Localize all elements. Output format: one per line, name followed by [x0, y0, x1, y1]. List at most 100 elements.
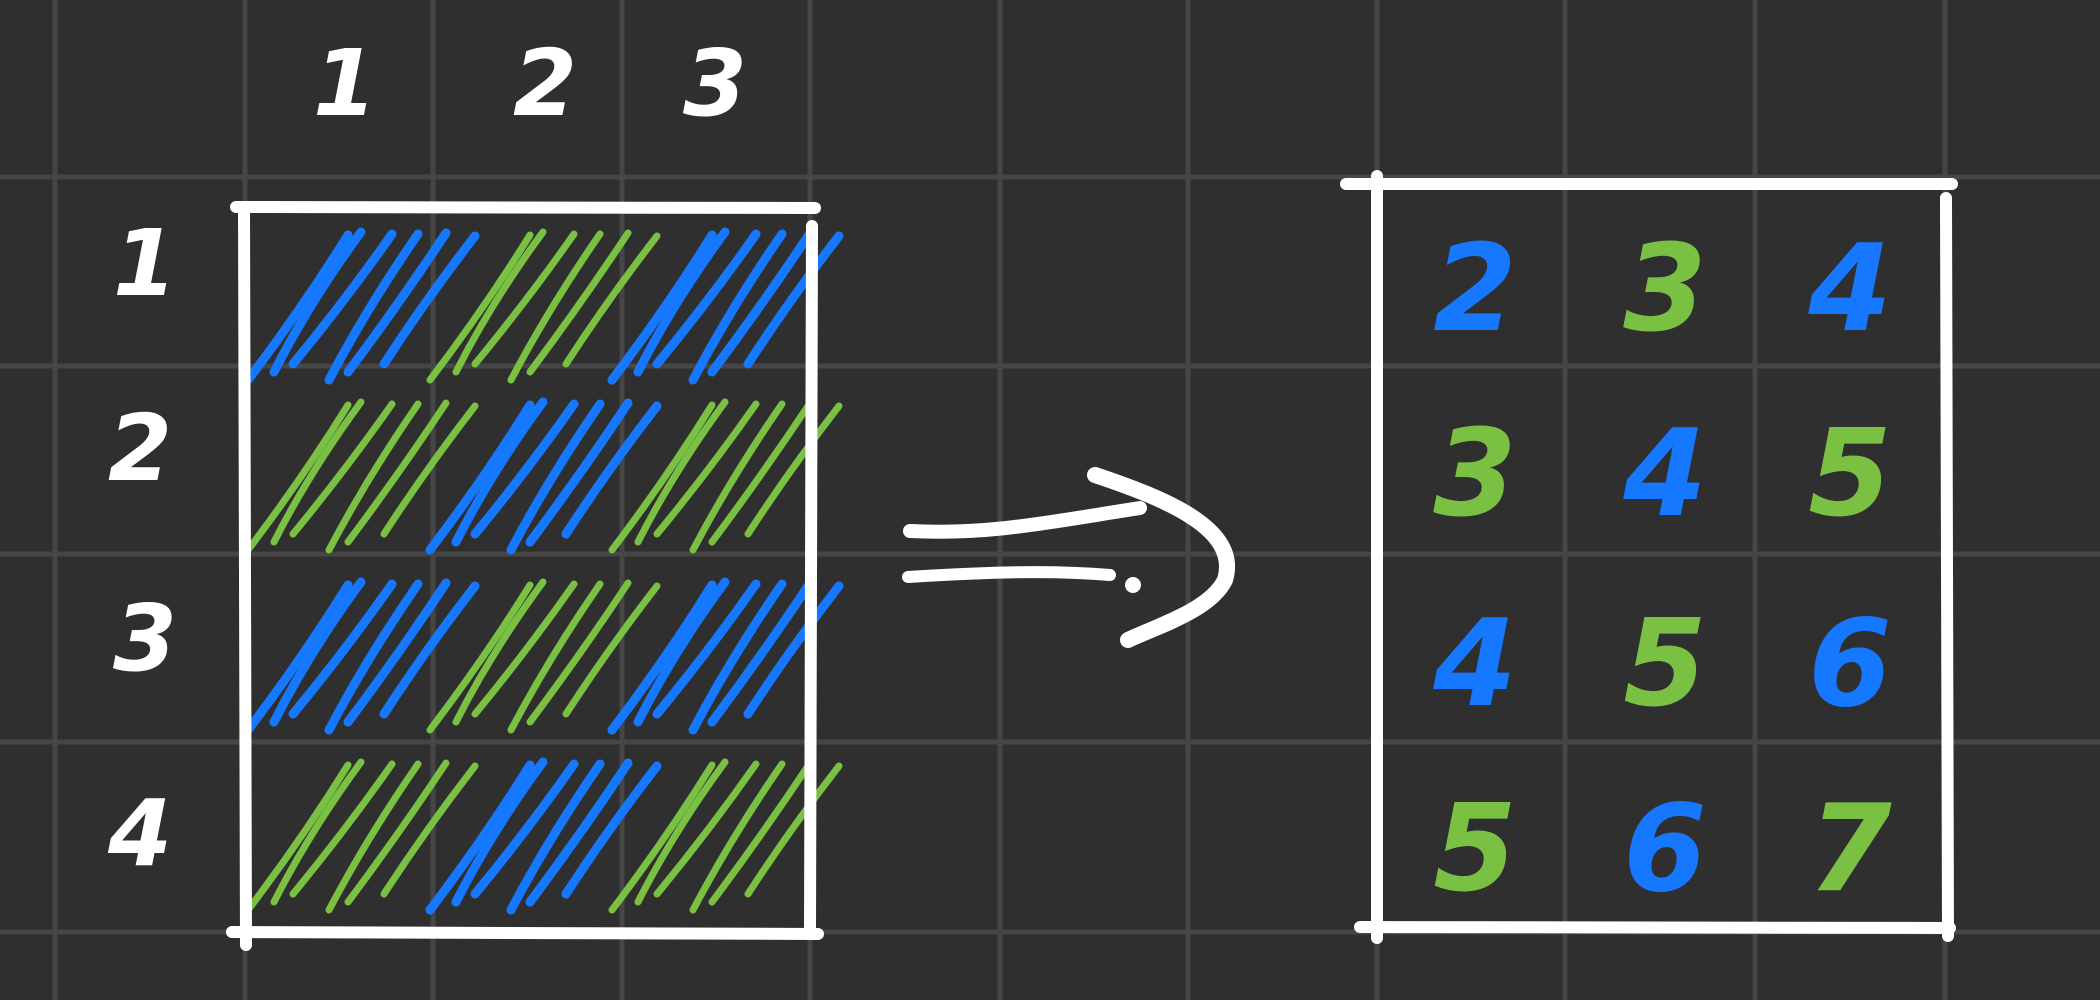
hatch-stroke	[269, 227, 366, 377]
arrow-head-dot	[1125, 577, 1141, 593]
hatch-cell-r2-c2	[425, 397, 662, 555]
hatch-cell-r2-c1	[244, 398, 479, 554]
hatch-cell-r1-c2	[426, 228, 661, 384]
hatch-stroke	[425, 400, 535, 555]
hatch-stroke	[325, 400, 422, 554]
hatch-stroke	[289, 400, 396, 538]
right-table-frame	[1340, 170, 1958, 944]
hatch-stroke	[380, 402, 479, 538]
hatch-stroke	[744, 402, 843, 538]
left-headers: 1 2 3 1 2 3 4	[107, 30, 747, 887]
result-cell-r3-c3: 6	[1808, 595, 1892, 734]
right-frame-right	[1940, 192, 1954, 942]
left-frame-bottom	[226, 926, 824, 940]
hatch-stroke	[688, 229, 787, 385]
result-cell-r1-c2: 3	[1623, 220, 1707, 359]
hatch-stroke	[344, 399, 450, 546]
hatch-stroke	[343, 578, 451, 727]
hatch-stroke	[471, 230, 578, 368]
hatch-stroke	[743, 581, 844, 719]
hatch-cell-r3-c1	[243, 577, 480, 735]
hatch-stroke	[525, 398, 633, 547]
result-cell-r4-c1: 5	[1433, 780, 1517, 919]
hatch-stroke	[244, 761, 352, 914]
hatch-stroke	[288, 229, 397, 369]
hatch-stroke	[344, 759, 450, 906]
hatch-cell-r4-c2	[425, 757, 662, 915]
row-header-1: 1	[113, 210, 177, 317]
hatch-stroke	[507, 230, 604, 384]
hatch-stroke	[270, 758, 365, 906]
hatch-stroke	[288, 579, 397, 719]
hatch-stroke	[244, 401, 352, 554]
hatch-stroke	[526, 579, 632, 726]
hatch-stroke	[653, 400, 760, 538]
result-cell-r4-c3: 7	[1808, 780, 1892, 919]
result-cell-r1-c1: 2	[1433, 220, 1517, 359]
hatch-stroke	[452, 578, 547, 726]
hatch-stroke	[607, 230, 717, 385]
hatch-stroke	[380, 762, 479, 898]
hatch-cell-r1-c1	[243, 227, 480, 385]
hatch-cell-r2-c3	[608, 398, 843, 554]
hatch-stroke	[633, 227, 730, 377]
row-header-3: 3	[113, 585, 177, 692]
double-arrow-right-icon	[902, 467, 1235, 648]
hatch-stroke	[689, 760, 786, 914]
hatch-stroke	[471, 580, 578, 718]
hatch-stroke	[707, 228, 815, 377]
result-cell-r2-c3: 5	[1808, 405, 1892, 544]
left-hatch-cells	[243, 227, 844, 915]
result-cell-r1-c3: 4	[1807, 220, 1892, 359]
col-header-2: 2	[513, 30, 577, 137]
result-cell-r3-c1: 4	[1432, 595, 1517, 734]
arrow-upper-shaft	[903, 501, 1147, 539]
hatch-stroke	[525, 758, 633, 907]
hatch-stroke	[269, 577, 366, 727]
arrow-head	[1087, 467, 1235, 648]
hatch-stroke	[243, 580, 353, 735]
result-cell-r4-c2: 6	[1623, 780, 1707, 919]
hatch-stroke	[634, 758, 729, 906]
hatch-stroke	[743, 231, 844, 369]
hatch-stroke	[452, 228, 547, 376]
hatch-cell-r4-c3	[608, 758, 843, 914]
hatch-stroke	[562, 582, 661, 718]
hatch-stroke	[470, 759, 579, 899]
col-header-1: 1	[313, 30, 377, 137]
hatch-stroke	[379, 231, 480, 369]
hatch-stroke	[526, 229, 632, 376]
result-cell-r2-c2: 4	[1622, 405, 1707, 544]
hatch-stroke	[608, 401, 716, 554]
hatch-stroke	[652, 579, 761, 719]
hatch-stroke	[270, 398, 365, 546]
hatch-stroke	[708, 399, 814, 546]
hatch-stroke	[607, 580, 717, 735]
row-header-4: 4	[107, 780, 172, 887]
hatch-stroke	[744, 762, 843, 898]
result-cell-r2-c1: 3	[1433, 405, 1517, 544]
hatch-stroke	[324, 229, 423, 385]
hatch-stroke	[506, 759, 605, 915]
hatch-stroke	[561, 761, 662, 899]
hatch-stroke	[451, 757, 548, 907]
hatch-cell-r1-c3	[607, 227, 844, 385]
left-frame-left	[238, 204, 252, 951]
arrow-lower-shaft	[902, 566, 1116, 583]
hatch-stroke	[426, 581, 534, 734]
hatch-stroke	[707, 578, 815, 727]
hatch-stroke	[451, 397, 548, 547]
hatch-stroke	[289, 760, 396, 898]
hatch-stroke	[343, 228, 451, 377]
hatch-cell-r3-c3	[607, 577, 844, 735]
hatch-stroke	[689, 400, 786, 554]
hatch-stroke	[425, 760, 535, 915]
hatch-stroke	[608, 761, 716, 914]
hatch-stroke	[652, 229, 761, 369]
hatch-stroke	[426, 231, 534, 384]
hatch-stroke	[324, 579, 423, 735]
row-header-2: 2	[108, 395, 172, 502]
hatch-stroke	[653, 760, 760, 898]
